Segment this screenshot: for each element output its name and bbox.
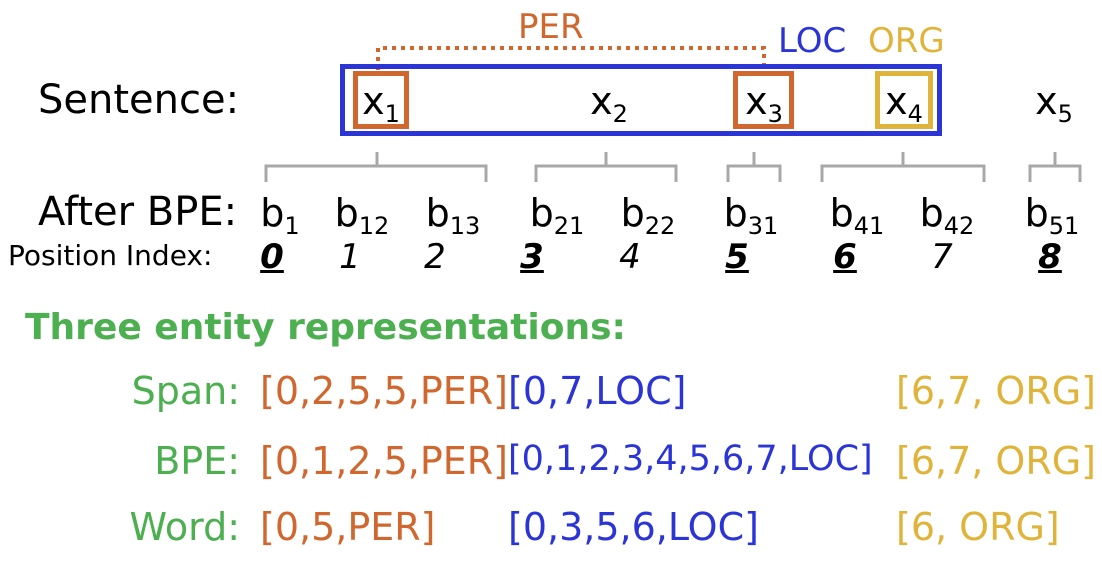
position-index: 2 [424,237,446,277]
row-label-span: Span: [131,369,240,413]
bpe-token: b22 [620,191,676,240]
word-x2: x2 [590,79,628,128]
section-title: Three entity representations: [25,307,626,348]
position-index: 4 [619,237,641,277]
row-label-word: Word: [129,505,240,549]
word-loc: [0,3,5,6,LOC] [508,505,759,549]
word-x1: x1 [362,79,400,128]
word-x3: x3 [745,79,783,128]
position-index: 8 [1038,237,1062,277]
bpe-token: b13 [425,191,481,240]
bpe-token: b21 [529,191,585,240]
word-x4: x4 [885,79,923,128]
after-bpe-label: After BPE: [38,189,238,235]
row-label-bpe: BPE: [154,439,240,483]
sentence-label: Sentence: [38,77,240,123]
position-index: 5 [725,237,749,277]
bpe-bracket-x3 [726,152,782,182]
bpe-token: b42 [919,191,975,240]
bpe-per: [0,1,2,5,PER] [260,439,509,483]
word-x5: x5 [1035,79,1073,128]
bpe-bracket-x4 [820,152,986,182]
loc-entity-box [340,64,942,136]
per-label: PER [518,7,584,47]
position-index-label: Position Index: [8,239,213,272]
bpe-token: b51 [1024,191,1080,240]
bpe-org: [6,7, ORG] [896,439,1097,483]
bpe-bracket-x1 [264,152,488,182]
bpe-bracket-x5 [1028,152,1082,182]
bpe-token: b31 [723,191,779,240]
span-org: [6,7, ORG] [896,369,1097,413]
position-index: 6 [833,237,857,277]
bpe-bracket-x2 [534,152,678,182]
per-entity-box-x1 [353,71,409,129]
bpe-loc: [0,1,2,3,4,5,6,7,LOC] [508,439,873,479]
position-index: 3 [520,237,544,277]
per-dotted-connector [376,46,766,70]
span-per: [0,2,5,5,PER] [260,369,509,413]
position-index: 7 [931,237,953,277]
bpe-token: b12 [334,191,390,240]
org-entity-box [875,71,933,129]
position-index: 1 [339,237,361,277]
position-index: 0 [260,237,284,277]
org-label: ORG [868,21,945,61]
bpe-token: b1 [260,191,300,240]
bpe-token: b41 [829,191,885,240]
span-loc: [0,7,LOC] [508,369,687,413]
per-entity-box-x3 [733,71,794,129]
word-per: [0,5,PER] [260,505,436,549]
loc-label: LOC [778,21,847,61]
word-org: [6, ORG] [896,505,1060,549]
